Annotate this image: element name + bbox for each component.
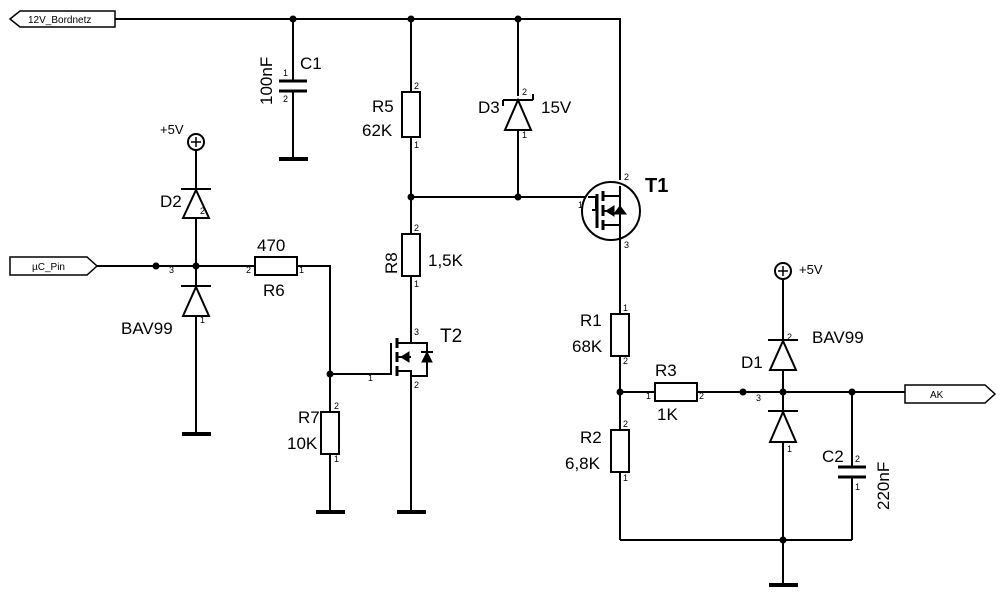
svg-text:2: 2: [787, 332, 792, 342]
wires: [97, 18, 905, 584]
supply-5v-left-label: +5V: [160, 122, 184, 137]
svg-text:1: 1: [646, 391, 651, 401]
svg-text:2: 2: [855, 454, 860, 464]
t1-ref: T1: [645, 175, 668, 197]
svg-text:2: 2: [200, 206, 205, 216]
svg-text:1: 1: [414, 279, 419, 289]
diode-d2-upper: D2 2 3: [160, 187, 211, 275]
svg-text:1: 1: [787, 444, 792, 454]
ground-symbols: [182, 157, 798, 587]
svg-text:1: 1: [623, 303, 628, 313]
junction-dots: [152, 15, 856, 544]
svg-text:1: 1: [334, 454, 339, 464]
svg-text:2: 2: [414, 380, 419, 390]
resistor-r2: R2 6,8K 2 1: [565, 419, 630, 483]
svg-text:2: 2: [522, 87, 527, 97]
d2-value: BAV99: [121, 319, 173, 338]
svg-text:1: 1: [414, 140, 419, 150]
svg-text:2: 2: [414, 81, 419, 91]
resistor-r6: 470 R6 2 1: [246, 236, 304, 300]
r1-ref: R1: [580, 311, 602, 330]
supply-5v-right: +5V: [774, 262, 823, 280]
capacitor-c2: C2 220nF 2 1: [822, 447, 893, 510]
port-uc-pin: µC_Pin: [9, 256, 99, 276]
svg-text:1: 1: [299, 265, 304, 275]
svg-text:2: 2: [334, 401, 339, 411]
svg-text:1: 1: [283, 68, 288, 78]
resistor-r8: R8 1,5K 2 1: [382, 223, 464, 289]
c1-value: 100nF: [257, 57, 276, 105]
resistor-r5: R5 62K 2 1: [362, 81, 421, 150]
resistor-r1: R1 68K 1 2: [572, 303, 630, 366]
svg-text:2: 2: [624, 172, 629, 182]
svg-text:2: 2: [414, 223, 419, 233]
supply-5v-left: +5V: [160, 122, 205, 151]
d3-value: 15V: [541, 98, 572, 117]
d2-ref: D2: [160, 192, 182, 211]
d1-ref: D1: [741, 353, 763, 372]
svg-text:1: 1: [522, 130, 527, 140]
r8-value: 1,5K: [428, 251, 464, 270]
r6-ref: R6: [263, 281, 285, 300]
r3-value: 1K: [657, 405, 678, 424]
r6-value: 470: [257, 236, 285, 255]
svg-text:3: 3: [414, 327, 419, 337]
svg-text:3: 3: [169, 265, 174, 275]
svg-text:2: 2: [623, 356, 628, 366]
svg-text:1: 1: [368, 373, 373, 383]
port-ak-label: AK: [930, 390, 944, 401]
supply-5v-right-label: +5V: [799, 262, 823, 277]
d1-value: BAV99: [812, 328, 864, 347]
r5-value: 62K: [362, 121, 393, 140]
r1-value: 68K: [572, 337, 603, 356]
svg-text:2: 2: [623, 419, 628, 429]
svg-text:1: 1: [578, 200, 583, 210]
transistor-t2: T2 1 3 2: [368, 326, 462, 390]
capacitor-c1: C1 100nF 1 2: [257, 54, 322, 105]
svg-text:1: 1: [200, 315, 205, 325]
c1-ref: C1: [300, 54, 322, 73]
c2-ref: C2: [822, 447, 844, 466]
r3-ref: R3: [655, 361, 677, 380]
c2-value: 220nF: [874, 462, 893, 510]
r5-ref: R5: [372, 97, 394, 116]
transistor-t1: T1 1 2 3: [578, 172, 668, 250]
r2-ref: R2: [580, 428, 602, 447]
svg-text:3: 3: [624, 240, 629, 250]
diode-d3-zener: D3 15V 2 1: [478, 87, 572, 140]
diode-d2-lower: BAV99 1: [121, 284, 211, 338]
r8-ref: R8: [382, 252, 401, 274]
diode-d1-lower: 1: [768, 409, 798, 454]
port-uc-pin-label: µC_Pin: [32, 262, 65, 273]
t2-ref: T2: [440, 326, 462, 347]
port-12v-bordnetz: 12V_Bordnetz: [8, 10, 116, 28]
resistor-r3: R3 1K 1 2: [646, 361, 704, 424]
r7-value: 10K: [287, 434, 318, 453]
r2-value: 6,8K: [565, 454, 601, 473]
resistor-r7: R7 10K 2 1: [287, 401, 340, 464]
port-12v-bordnetz-label: 12V_Bordnetz: [28, 15, 91, 26]
r7-ref: R7: [298, 408, 320, 427]
d3-ref: D3: [478, 98, 500, 117]
svg-text:2: 2: [699, 391, 704, 401]
diode-d1-upper: D1 BAV99 2 3: [741, 328, 864, 403]
svg-text:2: 2: [283, 94, 288, 104]
svg-text:1: 1: [855, 482, 860, 492]
svg-text:1: 1: [623, 473, 628, 483]
svg-text:2: 2: [246, 265, 251, 275]
port-ak: AK: [904, 384, 997, 404]
svg-text:3: 3: [756, 393, 761, 403]
